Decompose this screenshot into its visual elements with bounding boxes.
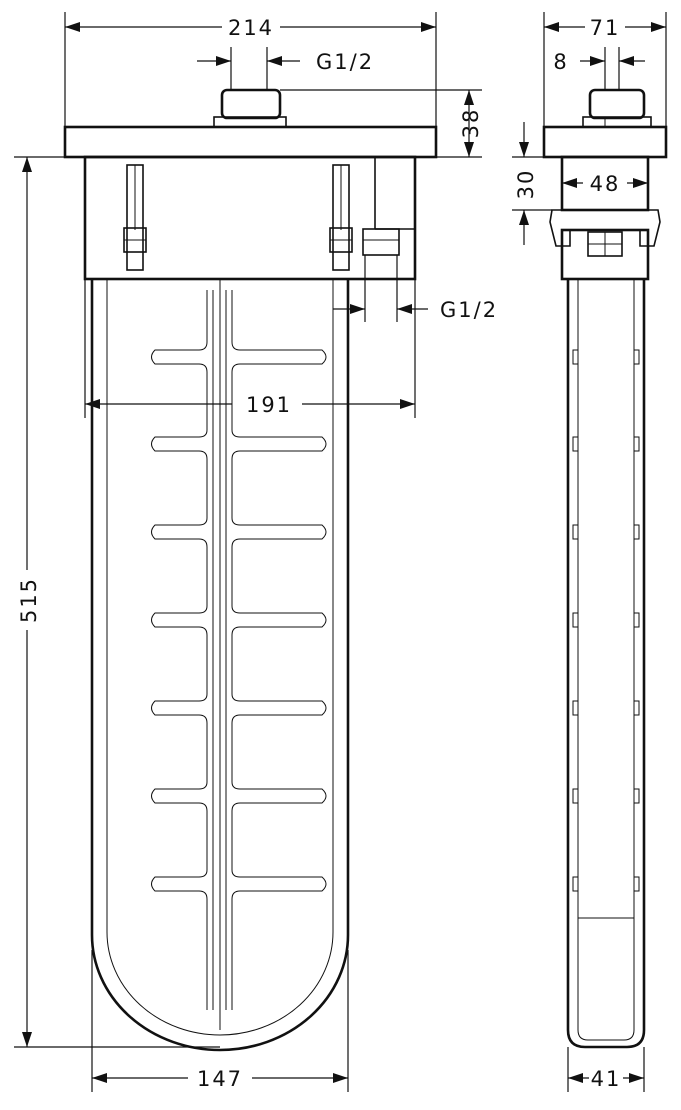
front-header-box <box>83 155 417 281</box>
dim-side-bottom-width: 41 <box>567 1047 645 1092</box>
dim-front-outlet-thread-label: G1/2 <box>440 298 498 322</box>
front-outlet-nipple <box>362 228 400 256</box>
side-flange-plate <box>542 125 668 159</box>
dim-side-neck-height-label: 30 <box>514 169 538 200</box>
dim-side-width-top: 71 <box>543 12 667 127</box>
front-view: 214 G1/2 38 G1/ <box>14 12 498 1092</box>
dim-side-neck-width-label: 48 <box>590 172 621 196</box>
dim-front-body-width-label: 191 <box>246 393 292 417</box>
front-basket-ribs <box>151 290 327 1010</box>
dim-side-bottom-width-label: 41 <box>591 1067 622 1091</box>
front-flange-plate <box>63 125 438 159</box>
side-view: 71 8 30 48 <box>512 12 668 1092</box>
dim-front-width-top-label: 214 <box>228 16 274 40</box>
dim-front-flange-height: 38 <box>280 89 483 158</box>
dim-front-inlet-thread-label: G1/2 <box>316 50 374 74</box>
dim-front-total-height: 515 <box>14 156 220 1048</box>
dim-side-offset-label: 8 <box>553 50 568 74</box>
side-inlet-nipple <box>582 88 652 128</box>
dim-front-total-height-label: 515 <box>17 577 41 623</box>
dim-side-neck-height: 30 <box>512 122 552 245</box>
dim-front-bottom-width-label: 147 <box>197 1067 243 1091</box>
dim-front-outlet-thread: G1/2 <box>333 255 498 322</box>
front-inlet-nipple <box>213 88 287 128</box>
dim-front-inlet-thread: G1/2 <box>197 47 374 90</box>
front-basket-body <box>90 279 350 1052</box>
dim-front-bottom-width: 147 <box>91 950 349 1092</box>
dim-front-body-width: 191 <box>84 255 416 418</box>
dim-side-offset: 8 <box>553 47 645 90</box>
dim-side-width-top-label: 71 <box>590 16 621 40</box>
dim-side-neck-width: 48 <box>562 170 648 196</box>
dim-front-width-top: 214 <box>64 12 437 127</box>
side-basket-body <box>566 279 646 1049</box>
dim-front-flange-height-label: 38 <box>459 108 483 139</box>
side-basket-tabs <box>572 349 640 892</box>
